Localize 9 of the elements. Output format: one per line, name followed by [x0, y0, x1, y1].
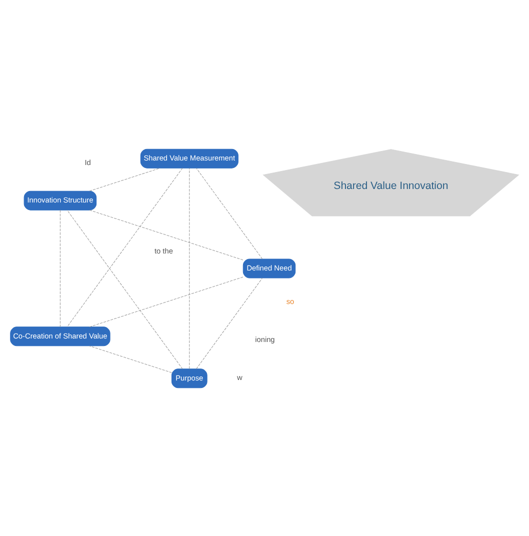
connector — [89, 345, 172, 372]
connector — [66, 209, 183, 369]
connector — [89, 167, 160, 191]
connector — [89, 209, 244, 260]
connector — [66, 167, 183, 327]
connector — [189, 167, 190, 369]
connector — [89, 276, 244, 327]
connector — [196, 277, 263, 369]
connector — [196, 167, 263, 259]
